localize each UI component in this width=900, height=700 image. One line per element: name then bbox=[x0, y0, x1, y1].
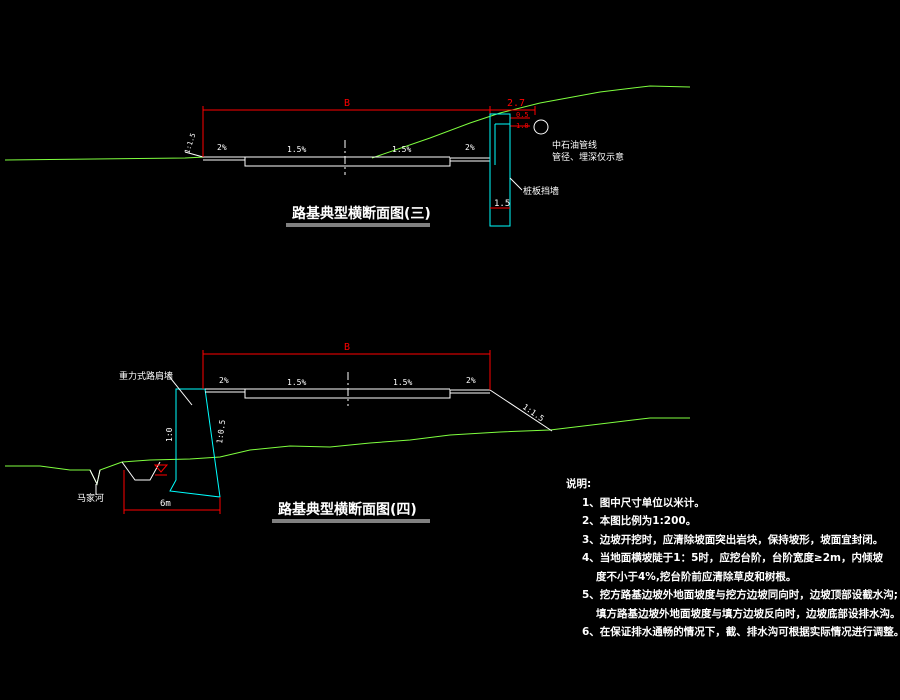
title-section-3: 路基典型横断面图(三) bbox=[292, 205, 431, 222]
slope-lane-right-label-4: 1.5% bbox=[393, 378, 412, 387]
pile-width-label-3: 1.5 bbox=[494, 199, 510, 209]
dim-small-1-label-3: 0.5 bbox=[516, 111, 529, 119]
pavement-3 bbox=[203, 156, 490, 167]
pile-wall-3 bbox=[489, 113, 511, 227]
slope-shoulder-left-label-3: 2% bbox=[217, 143, 227, 152]
pipeline-icon bbox=[533, 119, 549, 135]
note-item-2: 2、本图比例为1:200。 bbox=[582, 515, 697, 527]
dim-b-label-3: B bbox=[344, 98, 350, 109]
slope-shoulder-left-label-4: 2% bbox=[219, 376, 229, 385]
pile-wall-label-3: 桩板挡墙 bbox=[523, 185, 559, 197]
title-section-4: 路基典型横断面图(四) bbox=[278, 501, 417, 518]
note-item-5-cont: 填方路基边坡外地面坡度与填方边坡反向时，边坡底部设排水沟。 bbox=[596, 607, 900, 620]
note-item-4-cont: 度不小于4%,挖台阶前应清除草皮和树根。 bbox=[596, 570, 797, 583]
note-item-3: 3、边坡开挖时，应清除坡面突出岩块，保持坡形，坡面宜封闭。 bbox=[582, 533, 884, 546]
wall-slope-1-label-4: 1:0 bbox=[165, 427, 174, 442]
width-6m-label-4: 6m bbox=[160, 499, 171, 509]
pile-wall-leader-3 bbox=[509, 177, 523, 191]
water-level-icon bbox=[153, 464, 169, 473]
right-slope-4 bbox=[489, 389, 553, 432]
pavement-4 bbox=[205, 388, 490, 399]
left-slope-3 bbox=[184, 151, 204, 158]
river-ditch-4 bbox=[89, 469, 101, 486]
retaining-wall-4 bbox=[169, 388, 221, 498]
wall-slope-2-label-4: 1:0.5 bbox=[215, 419, 227, 444]
cut-slope-ground-3 bbox=[371, 85, 691, 159]
dim-27-label-3: 2.7 bbox=[507, 98, 525, 109]
slope-left-label-3: 1:1.5 bbox=[183, 132, 197, 155]
slope-lane-left-label-3: 1.5% bbox=[287, 145, 306, 154]
river-label-4: 马家河 bbox=[77, 492, 104, 504]
drain-ditch-4 bbox=[121, 461, 161, 481]
note-item-4: 4、当地面横坡陡于1：5时，应挖台阶，台阶宽度≥2m，内倾坡 bbox=[582, 552, 883, 564]
pipeline-label-2: 管径、埋深仅示意 bbox=[552, 151, 624, 163]
note-item-5: 5、挖方路基边坡外地面坡度与挖方边坡同向时，边坡顶部设截水沟; bbox=[582, 589, 899, 601]
notes-heading: 说明: bbox=[566, 478, 592, 490]
wall-leader-4 bbox=[167, 374, 193, 406]
slope-lane-right-label-3: 1.5% bbox=[392, 145, 411, 154]
slope-lane-left-label-4: 1.5% bbox=[287, 378, 306, 387]
note-item-6: 6、在保证排水通畅的情况下，截、排水沟可根据实际情况进行调整。 bbox=[582, 626, 900, 638]
wall-label-4: 重力式路肩墙 bbox=[119, 370, 173, 382]
section-3: B 2.7 0.5 1.0 1:1.5 2% 1.5% 1.5% 2% 1.5 … bbox=[4, 85, 691, 227]
ground-line-3 bbox=[4, 156, 206, 161]
slope-shoulder-right-label-4: 2% bbox=[466, 376, 476, 385]
pipeline-label-1: 中石油管线 bbox=[552, 139, 597, 151]
dim-small-2-label-3: 1.0 bbox=[516, 122, 529, 130]
slope-shoulder-right-label-3: 2% bbox=[465, 143, 475, 152]
note-item-1: 1、图中尺寸单位以米计。 bbox=[582, 496, 705, 509]
notes-block: 说明: 1、图中尺寸单位以米计。 2、本图比例为1:200。 3、边坡开挖时，应… bbox=[566, 475, 900, 642]
dim-b-label-4: B bbox=[344, 342, 350, 353]
